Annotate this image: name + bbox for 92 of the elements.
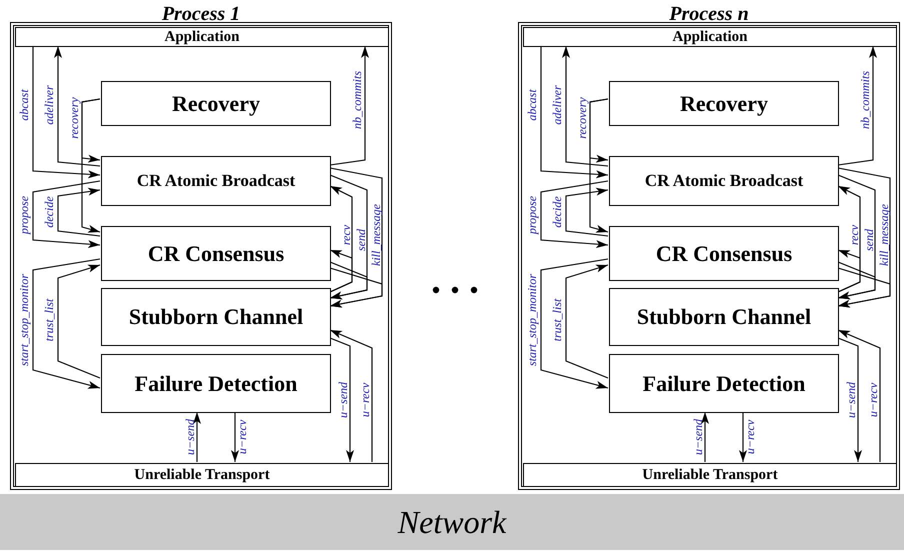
edge-label: recv [848, 224, 860, 246]
arrow [81, 98, 100, 233]
arrow [57, 188, 100, 237]
arrow [739, 412, 747, 462]
arrow [330, 337, 354, 462]
arrow [330, 267, 383, 308]
edge-label: nb_commits [859, 71, 871, 129]
process-heading: Process 1 [160, 3, 242, 26]
edge-label: u−send [184, 418, 196, 456]
edge-label: trust_list [551, 298, 563, 342]
arrow [540, 46, 608, 178]
edge-label: start_stop_monitor [526, 274, 538, 366]
layer-label: Application [164, 28, 240, 46]
edge-label: recovery [68, 97, 80, 139]
arrow [565, 188, 608, 237]
layer-box [523, 463, 897, 487]
network-band [0, 494, 904, 550]
edge-label: decide [551, 196, 563, 228]
layer-label: Unreliable Transport [134, 466, 270, 484]
edge-label: propose [18, 196, 30, 234]
arrow [330, 249, 353, 292]
edge-label: abcast [18, 89, 30, 121]
arrow [540, 258, 608, 389]
layer-box [523, 27, 897, 47]
arrow [565, 264, 608, 378]
layer-box [15, 463, 389, 487]
edge-label: kill_message [370, 204, 382, 266]
arrow [32, 258, 100, 389]
arrow [838, 262, 876, 300]
arrow [54, 46, 100, 167]
arrow [838, 267, 891, 308]
layer-label: Failure Detection [642, 370, 806, 396]
arrow [838, 330, 881, 462]
layer-box [609, 354, 839, 413]
arrow [838, 46, 877, 166]
edge-label: u−recv [359, 382, 371, 418]
layer-label: Recovery [172, 90, 260, 116]
layer-box [609, 156, 839, 206]
layer-label: Stubborn Channel [128, 304, 304, 330]
edge-label: u−send [337, 382, 349, 418]
layer-label: Unreliable Transport [642, 466, 778, 484]
arrow [589, 98, 608, 233]
edge-label: recv [340, 224, 352, 246]
edge-label: kill_message [878, 204, 890, 266]
layer-label: Application [672, 28, 748, 46]
arrow [231, 412, 239, 462]
layer-box [609, 226, 839, 281]
arrow [57, 264, 100, 378]
arrow [701, 412, 709, 462]
layer-label: CR Atomic Broadcast [136, 171, 296, 191]
arrow [838, 337, 862, 462]
network-label: Network [398, 504, 506, 540]
process-heading: Process n [668, 3, 750, 26]
edge-label: decide [43, 196, 55, 228]
layer-label: Stubborn Channel [636, 304, 812, 330]
edge-label: u−recv [867, 382, 879, 418]
edge-label: u−recv [236, 420, 248, 454]
layer-box [101, 288, 331, 346]
arrow [838, 249, 861, 292]
edge-label: u−send [692, 418, 704, 456]
edge-label: abcast [526, 89, 538, 121]
layer-box [101, 226, 331, 281]
arrow [330, 46, 369, 166]
edge-label: u−recv [744, 420, 756, 454]
arrow [330, 330, 373, 462]
arrow [330, 262, 368, 300]
edge-label: nb_commits [351, 71, 363, 129]
layer-box [609, 288, 839, 346]
layer-box [101, 81, 331, 126]
layer-box [101, 354, 331, 413]
edge-label: recovery [576, 97, 588, 139]
layer-box [609, 81, 839, 126]
arrow [32, 180, 100, 248]
layer-box [15, 27, 389, 47]
layer-label: Recovery [680, 90, 768, 116]
edge-label: trust_list [43, 298, 55, 342]
arrow [540, 180, 608, 248]
edge-label: u−send [845, 382, 857, 418]
arrow [32, 46, 100, 178]
arrow [562, 46, 608, 167]
edge-label: send [863, 229, 875, 251]
edge-label: propose [526, 196, 538, 234]
arrow [193, 412, 201, 462]
edge-label: send [355, 229, 367, 251]
edge-label: start_stop_monitor [18, 274, 30, 366]
edge-label: adeliver [43, 85, 55, 125]
layer-label: CR Consensus [148, 240, 284, 266]
layer-label: CR Atomic Broadcast [644, 171, 804, 191]
layer-label: CR Consensus [656, 240, 792, 266]
layer-label: Failure Detection [134, 370, 298, 396]
edge-label: adeliver [551, 85, 563, 125]
layer-box [101, 156, 331, 206]
